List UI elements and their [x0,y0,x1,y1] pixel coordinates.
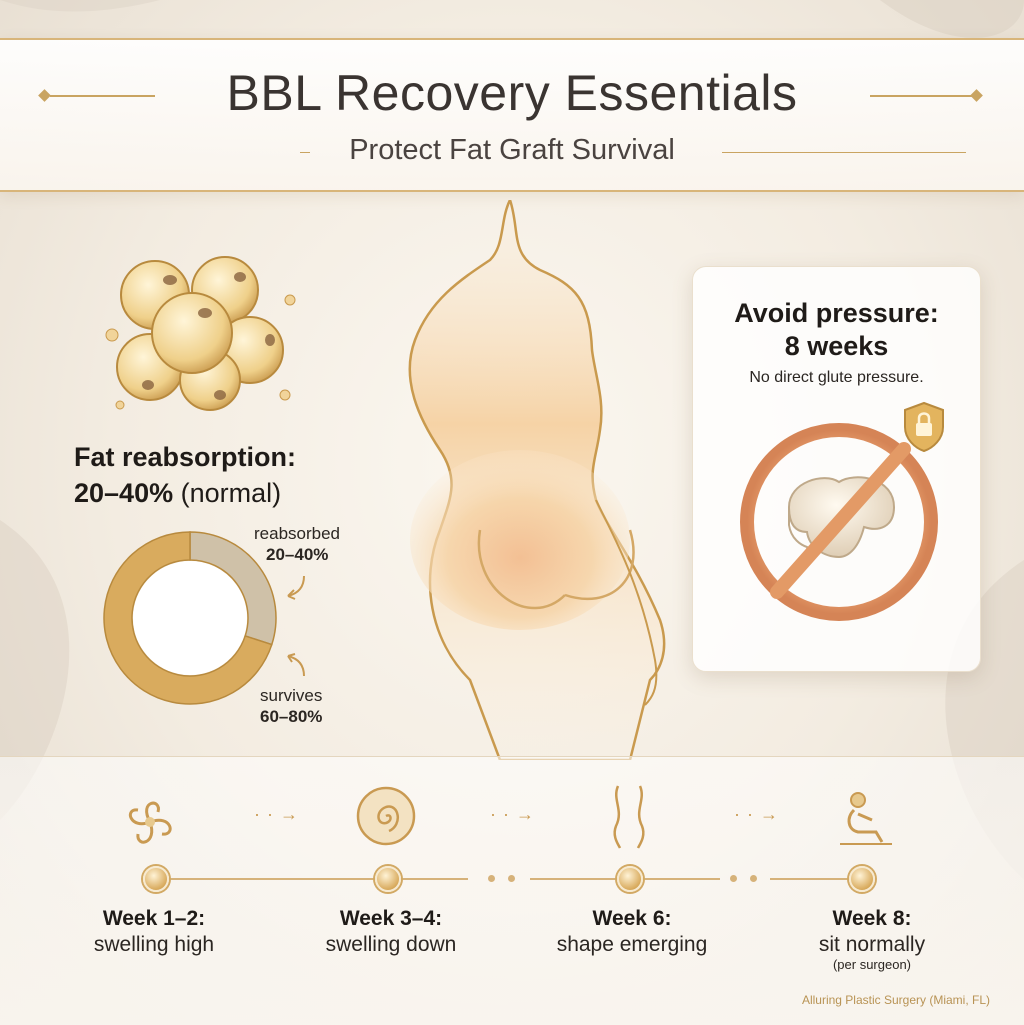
week-description: sit normally [818,932,926,956]
avoid-pressure-note: No direct glute pressure. [749,369,924,386]
week-title: Week 6: [592,907,672,930]
reabsorbed-value: 20–40% [266,545,329,565]
lock-icon [904,401,944,453]
timeline-segment-5 [770,878,862,880]
title-rule-left [50,95,155,97]
header-banner: BBL Recovery Essentials Protect Fat Graf… [0,38,1024,192]
survives-label-group: survives 60–80% [260,685,322,728]
title-rule-right [870,95,975,97]
reabsorption-qualifier: (normal) [180,478,282,508]
timeline-arrow-3: · · → [734,804,779,824]
timeline-node-week-8 [849,866,875,892]
timeline-node-week-6 [617,866,643,892]
footer-credit: Alluring Plastic Surgery (Miami, FL) [801,993,990,1007]
timeline-segment-4 [630,878,720,880]
avoid-pressure-title: Avoid pressure: 8 weeks [693,297,980,363]
reabsorbed-label: reabsorbed [254,524,341,543]
timeline-dot [730,875,737,882]
week-title: Week 1–2: [102,907,206,930]
donut-slice-survives [103,531,273,705]
week-description: swelling high [93,932,215,956]
swelling-swirl-icon [128,801,172,844]
reabsorption-heading: Fat reabsorption: [74,442,297,472]
timeline-arrow-1: · · → [254,804,299,824]
survives-label: survives [260,686,323,705]
body-curve-icon [613,785,645,849]
timeline-step-week-6: Week 6: shape emerging [522,906,742,957]
reabsorption-value-line: 20–40% (normal) [74,478,281,509]
reabsorbed-arrow-icon [287,575,305,600]
timeline-segment-2 [388,878,468,880]
reabsorption-value: 20–40% [74,478,174,508]
week-note: (per surgeon) [832,957,912,973]
avoid-pressure-title-line2: 8 weeks [784,330,889,361]
timeline-node-week-3-4 [375,866,401,892]
week-title: Week 8: [832,907,912,930]
timeline-dot [508,875,515,882]
avoid-pressure-title-line1: Avoid pressure: [734,298,939,328]
subtitle-rule-right [722,152,966,153]
spiral-icon [356,786,416,846]
timeline-dot [750,875,757,882]
timeline-step-week-1-2: Week 1–2: swelling high [44,906,264,957]
timeline-step-week-8: Week 8: sit normally (per surgeon) [762,906,982,973]
timeline-segment-3 [530,878,630,880]
body-silhouette-illustration [408,200,666,760]
page-subtitle: Protect Fat Graft Survival [349,134,675,166]
timeline-node-week-1-2 [143,866,169,892]
timeline-segment-1 [158,878,388,880]
no-sitting-cushion-icon [740,423,938,621]
no-sign-icon [740,423,938,621]
timeline-arrow-2: · · → [490,804,535,824]
survives-arrow-icon [287,653,305,677]
reabsorption-donut-chart [103,531,277,705]
avoid-pressure-card: Avoid pressure: 8 weeks No direct glute … [692,266,981,672]
week-description: swelling down [325,932,457,956]
reabsorbed-label-group: reabsorbed 20–40% [254,523,340,566]
week-description: shape emerging [556,932,708,956]
donut-hole [133,561,247,675]
survives-value: 60–80% [260,707,323,727]
timeline-dot [488,875,495,882]
subtitle-rule-left [300,152,310,153]
sitting-person-icon [840,792,892,845]
page-title: BBL Recovery Essentials [226,65,798,121]
fat-cells-icon [105,256,296,411]
timeline-step-week-3-4: Week 3–4: swelling down [281,906,501,957]
week-title: Week 3–4: [339,907,443,930]
